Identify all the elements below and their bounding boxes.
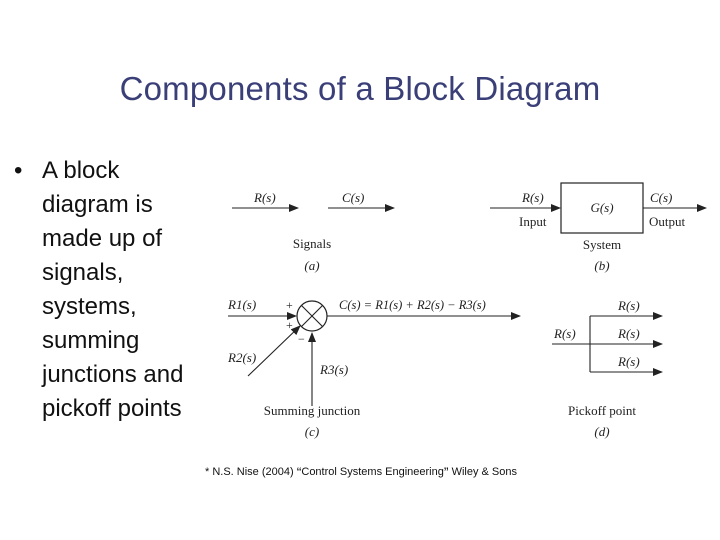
- bullet-line: made up of: [42, 225, 163, 252]
- input-signal-label: R(s): [553, 326, 576, 341]
- panel-b-system: R(s) Input G(s) C(s) Output System (b): [490, 182, 707, 273]
- junction-cross: [301, 305, 323, 327]
- citation: * N.S. Nise (2004) “Control Systems Engi…: [205, 464, 517, 480]
- bullet-dot: •: [14, 157, 23, 184]
- branch-mid-label: R(s): [617, 326, 640, 341]
- bullet-line: A block: [42, 157, 120, 184]
- branch-top-label: R(s): [617, 298, 640, 313]
- output-label: Output: [649, 214, 686, 229]
- panel-a-caption: Signals: [293, 236, 331, 251]
- panel-c-label: (c): [305, 424, 319, 439]
- sign-plus-2: +: [286, 318, 293, 332]
- bullet-line: junctions and: [42, 361, 184, 388]
- panel-c-caption: Summing junction: [264, 403, 361, 418]
- panel-c-summing-junction: R1(s) R2(s) R3(s) + + − C(s) = R1(s) + R…: [227, 297, 521, 439]
- panel-d-caption: Pickoff point: [568, 403, 636, 418]
- panel-d-pickoff-point: R(s) R(s) R(s) R(s) Pickoff point (d): [552, 298, 663, 439]
- input-2-label: R2(s): [227, 350, 256, 365]
- panel-a-signals: R(s) C(s) Signals (a): [232, 190, 395, 273]
- signal-label-r: R(s): [253, 190, 276, 205]
- input-signal-label: R(s): [521, 190, 544, 205]
- panel-b-caption: System: [583, 237, 621, 252]
- input-3-label: R3(s): [319, 362, 348, 377]
- slide-title: Components of a Block Diagram: [119, 70, 601, 107]
- bullet-line: summing: [42, 327, 140, 354]
- citation-close-quote: ”: [443, 464, 449, 480]
- output-equation: C(s) = R1(s) + R2(s) − R3(s): [339, 298, 486, 312]
- bullet-line: systems,: [42, 293, 137, 320]
- sign-minus-3: −: [298, 332, 305, 346]
- bullet-line: signals,: [42, 259, 124, 286]
- citation-title: Control Systems Engineering: [301, 466, 444, 478]
- citation-open-quote: “: [296, 464, 302, 480]
- input-2-arrow: [247, 325, 301, 377]
- citation-suffix: Wiley & Sons: [448, 466, 517, 478]
- input-1-label: R1(s): [227, 297, 256, 312]
- bullet-text: A block diagram is made up of signals, s…: [42, 154, 232, 426]
- panel-d-label: (d): [594, 424, 609, 439]
- panel-b-label: (b): [594, 258, 609, 273]
- citation-prefix: * N.S. Nise (2004): [205, 466, 297, 478]
- system-block-label: G(s): [590, 200, 613, 215]
- branch-bottom-label: R(s): [617, 354, 640, 369]
- bullet-line: diagram is: [42, 191, 153, 218]
- signal-label-c: C(s): [342, 190, 364, 205]
- bullet-line: pickoff points: [42, 395, 182, 422]
- output-signal-label: C(s): [650, 190, 672, 205]
- input-label: Input: [519, 214, 547, 229]
- sign-plus-1: +: [286, 298, 293, 312]
- panel-a-label: (a): [304, 258, 319, 273]
